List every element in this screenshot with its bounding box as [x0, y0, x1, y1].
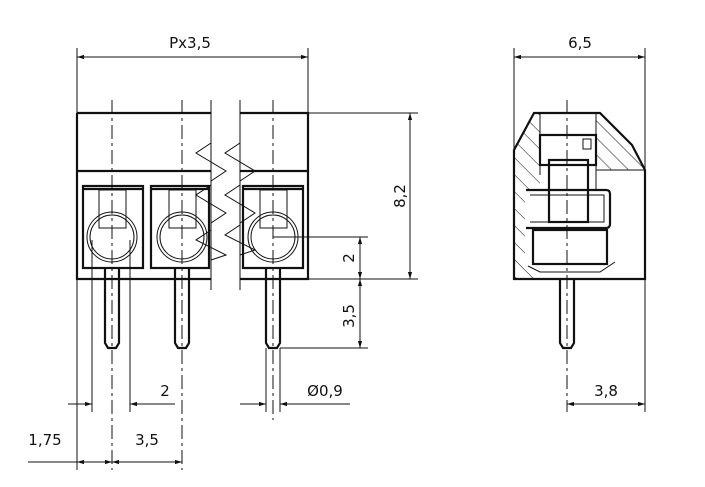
dim-height: 8,2: [391, 184, 409, 208]
dim-pitch: 3,5: [135, 431, 159, 449]
dim-pin-diameter: Ø0,9: [307, 382, 343, 400]
dim-wire-entry-height: 2: [340, 253, 358, 263]
front-view: [75, 100, 310, 470]
dim-pin-offset-side: 3,8: [594, 382, 618, 400]
dim-edge-offset: 1,75: [28, 431, 61, 449]
pins: [103, 268, 282, 350]
side-view: [512, 100, 647, 412]
side-dimensions: 6,5 3,8: [513, 34, 646, 412]
dim-entry-width: 2: [160, 382, 170, 400]
dim-pin-length: 3,5: [340, 304, 358, 328]
dim-pitch-total: Px3,5: [169, 34, 211, 52]
terminal-cells: [81, 184, 305, 270]
dim-side-width: 6,5: [568, 34, 592, 52]
front-dimensions: Px3,5 8,2 2 3,5 Ø0,9 2 1,75 3,5: [28, 34, 418, 470]
center-lines: [111, 100, 274, 470]
